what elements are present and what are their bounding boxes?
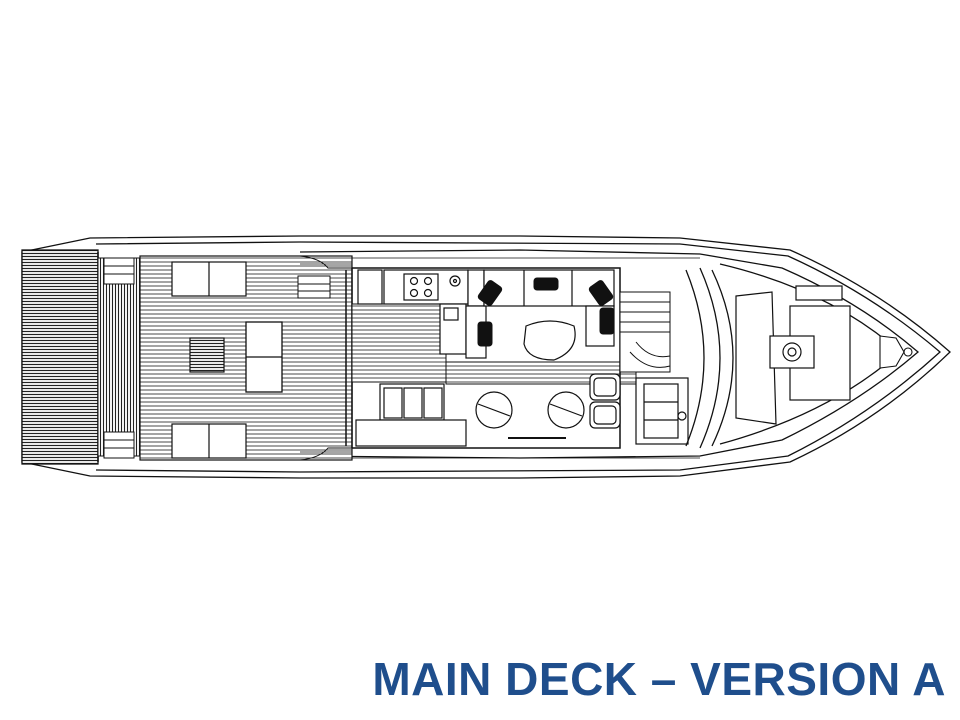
cockpit-side-steps <box>297 275 331 299</box>
salon-armchairs <box>475 391 585 429</box>
foredeck-sunpad <box>735 285 851 425</box>
companionway-stairs <box>619 291 671 373</box>
anchor-locker <box>879 335 913 369</box>
galley <box>357 269 485 355</box>
cockpit-sunpad-starboard <box>171 423 247 459</box>
aft-steps-starboard <box>103 431 135 459</box>
windscreen <box>685 267 734 449</box>
helm-seats <box>589 373 621 429</box>
salon-floor <box>351 303 637 385</box>
helm-console <box>635 377 689 445</box>
side-deck-lines <box>300 257 700 459</box>
cockpit-sunpad-port <box>171 261 247 297</box>
dinette-chairs <box>477 277 615 347</box>
page-title: MAIN DECK – VERSION A <box>372 653 946 705</box>
cockpit-hatch <box>189 337 225 373</box>
hull <box>21 235 951 479</box>
aft-steps-port <box>103 257 135 285</box>
swim-platform <box>21 249 99 465</box>
cockpit-table <box>245 321 283 393</box>
salon-sofa <box>355 383 467 447</box>
